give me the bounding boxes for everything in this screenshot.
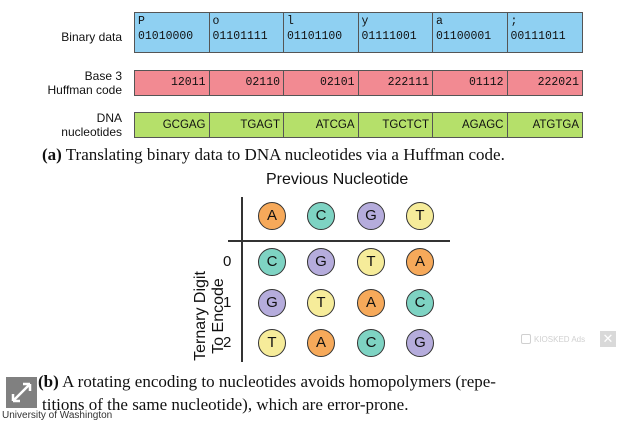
binary-cell: o 01101111 (210, 13, 284, 52)
grid-horizontal-line (228, 240, 450, 242)
ad-icon (521, 334, 531, 344)
caption-a: (a) Translating binary data to DNA nucle… (42, 145, 505, 164)
dna-nucleotides-label: DNA nucleotides (61, 111, 122, 139)
header-nucleotide-c: C (307, 202, 335, 230)
binary-bits: 01111001 (361, 30, 417, 43)
binary-cell: P 01010000 (135, 13, 210, 52)
huffman-code-label: Base 3 Huffman code (47, 69, 123, 97)
binary-bits: 00111011 (510, 30, 566, 43)
binary-char: o (212, 15, 220, 28)
huffman-cell: 222111 (359, 71, 433, 95)
expand-button[interactable] (6, 377, 37, 408)
binary-bits: 01010000 (138, 30, 194, 43)
encoded-nucleotide-a: A (307, 329, 335, 357)
ternary-digit-0: 0 (223, 253, 232, 270)
binary-char: a (436, 15, 443, 28)
binary-bits: 01101111 (212, 30, 268, 43)
grid-vertical-line (241, 197, 243, 362)
dna-cell: TGCTCT (359, 113, 433, 137)
encoded-nucleotide-a: A (357, 289, 385, 317)
dna-cell: AGAGC (433, 113, 508, 137)
huffman-cell: 02101 (284, 71, 359, 95)
encoded-nucleotide-c: C (258, 248, 286, 276)
binary-bits: 01101100 (287, 30, 343, 43)
dna-cell: GCGAG (135, 113, 210, 137)
ternary-digit-2: 2 (223, 334, 232, 351)
binary-char: l (287, 15, 294, 28)
caption-b-line1: (b) A rotating encoding to nucleotides a… (38, 372, 496, 391)
ad-badge[interactable]: KIOSKED Ads (521, 331, 585, 347)
encoded-nucleotide-t: T (258, 329, 286, 357)
encoded-nucleotide-c: C (406, 289, 434, 317)
header-nucleotide-g: G (357, 202, 385, 230)
binary-cell: ; 00111011 (508, 13, 583, 52)
dna-cell: ATCGA (284, 113, 359, 137)
binary-cell: y 01111001 (359, 13, 433, 52)
binary-bits: 01100001 (436, 30, 492, 43)
dna-cell: TGAGT (210, 113, 284, 137)
encoded-nucleotide-g: G (307, 248, 335, 276)
expand-icon (11, 382, 32, 403)
encoded-nucleotide-t: T (357, 248, 385, 276)
binary-data-strip: P 01010000 o 01101111 l 01101100 y 01111001 a 011… (134, 12, 583, 53)
ternary-digit-1: 1 (223, 294, 232, 311)
binary-char: P (138, 15, 145, 28)
header-nucleotide-t: T (406, 202, 434, 230)
header-nucleotide-a: A (258, 202, 286, 230)
huffman-cell: 02110 (210, 71, 284, 95)
binary-char: y (361, 15, 369, 28)
binary-cell: l 01101100 (284, 13, 359, 52)
encoded-nucleotide-a: A (406, 248, 434, 276)
binary-char: ; (510, 15, 518, 28)
ad-close-button[interactable]: ✕ (600, 331, 616, 347)
dna-cell: ATGTGA (532, 119, 579, 131)
huffman-cell: 12011 (135, 71, 210, 95)
caption-b-line2: titions of the same nucleotide), which a… (42, 395, 409, 414)
encoded-nucleotide-t: T (307, 289, 335, 317)
previous-nucleotide-title: Previous Nucleotide (266, 171, 409, 188)
footer-source: University of Washington (2, 410, 113, 421)
close-icon: ✕ (602, 331, 614, 346)
encoded-nucleotide-c: C (357, 329, 385, 357)
encoded-nucleotide-g: G (258, 289, 286, 317)
encoded-nucleotide-g: G (406, 329, 434, 357)
huffman-cell: 222021 (537, 76, 579, 89)
binary-data-label: Binary data (61, 30, 122, 44)
huffman-cell: 01112 (433, 71, 508, 95)
binary-cell: a 01100001 (433, 13, 508, 52)
